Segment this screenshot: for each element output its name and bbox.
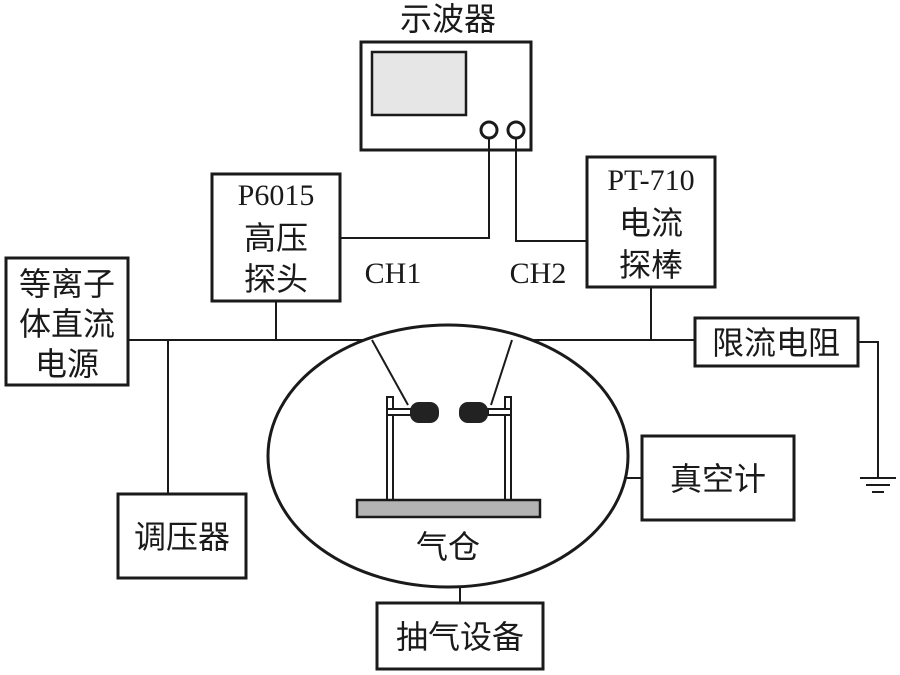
resistor-box: 限流电阻: [693, 316, 860, 368]
ch1-wire: [341, 138, 490, 239]
power-supply-line3: 电源: [35, 345, 99, 383]
ground-wire: [858, 341, 879, 478]
resistor-label: 限流电阻: [712, 324, 840, 362]
hv-probe-model: P6015: [238, 179, 315, 212]
power-supply-line1: 等离子: [19, 265, 115, 303]
current-probe-box: PT-710 电流 探棒: [585, 155, 717, 289]
current-probe-line2: 电流: [619, 204, 683, 242]
gas-chamber-label: 气仓: [416, 528, 480, 566]
hv-probe-box: P6015 高压 探头: [210, 172, 342, 303]
gas-chamber: [266, 323, 630, 589]
electrode-icon: [459, 402, 488, 423]
left-electrode-lead: [371, 339, 409, 406]
hv-probe-line3: 探头: [244, 260, 308, 298]
oscilloscope-port-ch1: [479, 120, 499, 140]
oscilloscope-screen: [370, 50, 468, 117]
ground-icon: [860, 477, 896, 493]
ch2-wire: [515, 138, 587, 242]
vacuum-gauge-label: 真空计: [670, 460, 766, 498]
electrode-platform: [355, 498, 542, 519]
oscilloscope-label: 示波器: [400, 0, 496, 38]
electrode-icon: [410, 402, 439, 423]
regulator-label: 调压器: [134, 518, 230, 556]
power-supply-line2: 体直流: [19, 305, 115, 343]
ch2-label: CH2: [510, 257, 567, 290]
pump-label: 抽气设备: [396, 618, 524, 656]
current-probe-line3: 探棒: [619, 246, 683, 284]
pump-box: 抽气设备: [375, 601, 545, 671]
ch1-label: CH1: [365, 257, 422, 290]
right-electrode-lead: [490, 339, 513, 406]
vacuum-gauge-box: 真空计: [640, 434, 796, 522]
power-supply-box: 等离子 体直流 电源: [4, 256, 130, 387]
regulator-box: 调压器: [116, 492, 248, 580]
oscilloscope: [359, 40, 533, 152]
current-probe-model: PT-710: [607, 164, 694, 197]
hv-probe-line2: 高压: [244, 219, 308, 257]
oscilloscope-port-ch2: [506, 120, 526, 140]
